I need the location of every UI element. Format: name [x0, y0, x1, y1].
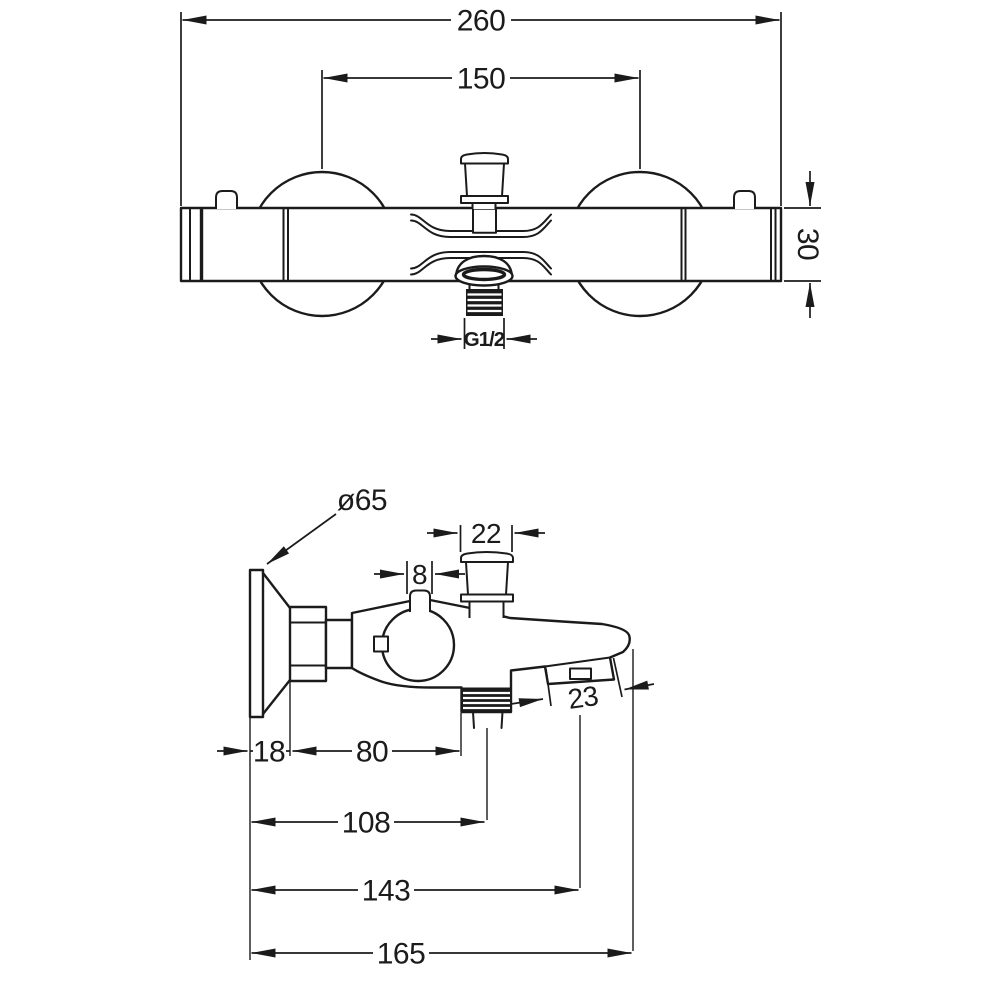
- aerator-bezel-top-line: [544, 656, 611, 668]
- dimension-stem-width: 8: [374, 559, 465, 594]
- dimension-label: 23: [566, 680, 600, 715]
- diverter-knob-side: [460, 551, 514, 618]
- diverter-flange: [460, 593, 514, 603]
- dimension-label: 143: [362, 875, 411, 908]
- shower-outlet-front: [454, 254, 514, 316]
- dimension-wall-to-aerator: 143: [251, 875, 579, 908]
- diverter-neck: [468, 600, 505, 618]
- wall-plate: [248, 568, 265, 719]
- diverter-body: [464, 162, 505, 197]
- right-lock-button: [733, 190, 756, 209]
- diverter-knob-front: [460, 152, 509, 234]
- mounting-nut: [288, 605, 328, 683]
- dimension-diverter-width: 22: [427, 518, 545, 552]
- diverter-stem-inside: [472, 207, 497, 234]
- temperature-knob-side: [380, 607, 456, 683]
- arrow-line: [624, 680, 655, 691]
- outlet-stub-right: [500, 711, 504, 729]
- dimension-label: 165: [377, 938, 426, 971]
- dimension-outlet-thread: G1/2: [431, 318, 537, 351]
- aerator: [569, 667, 592, 680]
- dimension-label: 30: [791, 228, 824, 260]
- extension-line: [612, 657, 623, 698]
- dimension-wall-to-spout-tip: 165: [251, 938, 632, 971]
- dimension-label: 80: [356, 736, 388, 769]
- knob-tab: [373, 635, 389, 653]
- arrow-line: [510, 698, 544, 708]
- leader-line: [266, 513, 337, 565]
- dimension-escutcheon-depth: 18: [217, 736, 290, 769]
- outlet-rim-inner: [461, 267, 507, 282]
- extension-line: [545, 668, 552, 707]
- diverter-body: [465, 561, 509, 596]
- dimension-label: G1/2: [464, 328, 505, 351]
- side-view: ø65 8 22 23: [217, 484, 655, 971]
- dimension-label: 22: [471, 518, 501, 549]
- dimension-label: 8: [412, 559, 427, 590]
- outlet-stub-left: [472, 711, 475, 729]
- shower-outlet-side: [461, 687, 511, 729]
- dimension-wall-to-outlet-center: 108: [251, 807, 485, 840]
- diverter-cap: [460, 152, 509, 165]
- dimension-label: ø65: [337, 484, 387, 517]
- diverter-flange: [460, 195, 509, 204]
- dimension-label: 150: [457, 63, 506, 96]
- dimension-label: 18: [253, 736, 285, 769]
- dimension-body-height: 30: [784, 171, 824, 318]
- diverter-cap: [460, 551, 514, 563]
- dimension-aerator-width: 23: [510, 657, 655, 715]
- dimension-label: 260: [457, 5, 506, 38]
- left-lock-button: [215, 190, 238, 209]
- dimension-overall-width: 260: [180, 5, 782, 206]
- connector: [324, 618, 354, 670]
- stem-side: [409, 589, 431, 612]
- dimension-escutcheon-diameter: ø65: [266, 484, 388, 565]
- front-view: 260 150 30 G1/2: [179, 5, 824, 351]
- dimension-center-spacing: 150: [321, 63, 641, 169]
- dimension-escutcheon-to-outlet: 80: [292, 736, 460, 769]
- dimension-label: 108: [342, 807, 391, 840]
- escutcheon-cone: [261, 571, 292, 716]
